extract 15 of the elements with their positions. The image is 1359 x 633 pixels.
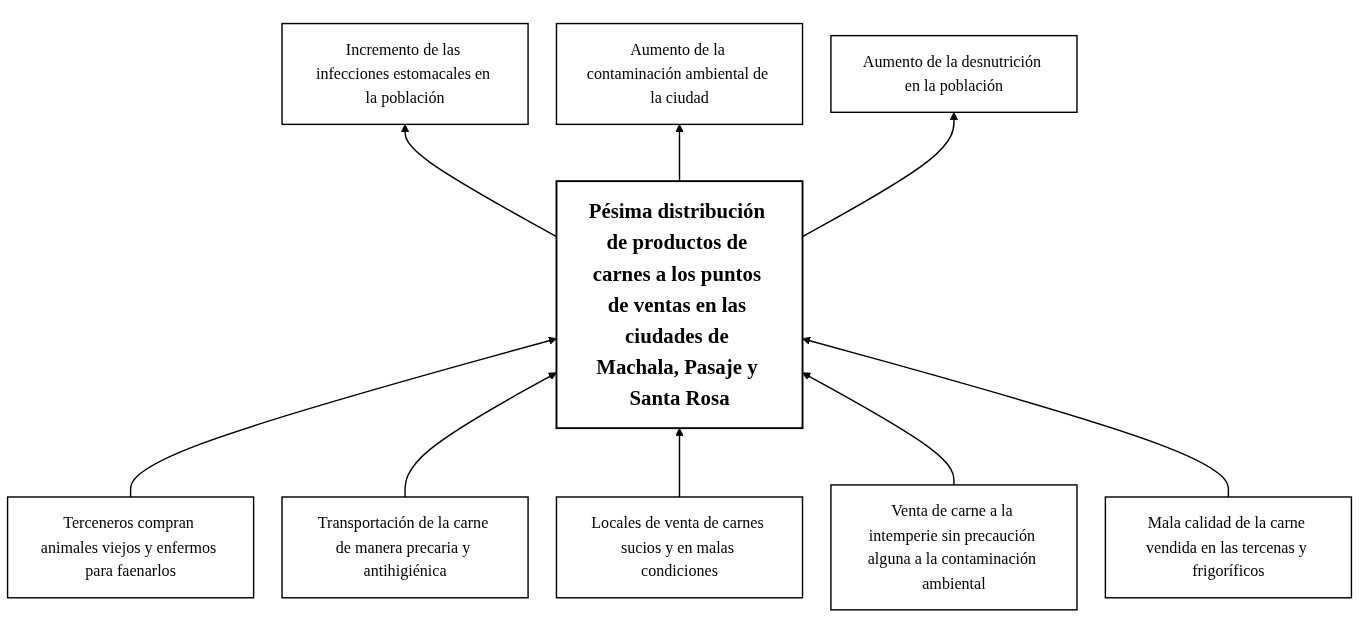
arrow [802, 336, 1230, 498]
arrow [675, 123, 684, 182]
arrow [404, 372, 557, 498]
node-box: Mala calidad de la carne vendida en las tercenas y frigoríficos [1104, 496, 1353, 599]
node-box: Aumento de la contaminación ambiental de la ciudad [555, 22, 804, 125]
node-box: Venta de carne a la intemperie sin precaución alguna a la contaminación ambiental [830, 484, 1078, 611]
node-box: Pésima distribución de productos de carnes a los puntos de ventas en las ciudades de Machala, Pasaje y Santa Rosa [555, 179, 804, 429]
node-box: Locales de venta de carnes sucios y en malas condiciones [555, 496, 804, 599]
arrow [675, 427, 684, 498]
arrow [129, 336, 557, 498]
node-box: Aumento de la desnutrición en la población [830, 34, 1078, 113]
node-box: Transportación de la carne de manera precaria y antihigiénica [281, 496, 529, 599]
node-box: Terceneros compran animales viejos y enfermos para faenarlos [6, 496, 255, 599]
node-box: Incremento de las infecciones estomacales en la población [281, 22, 529, 125]
arrow [802, 372, 955, 486]
